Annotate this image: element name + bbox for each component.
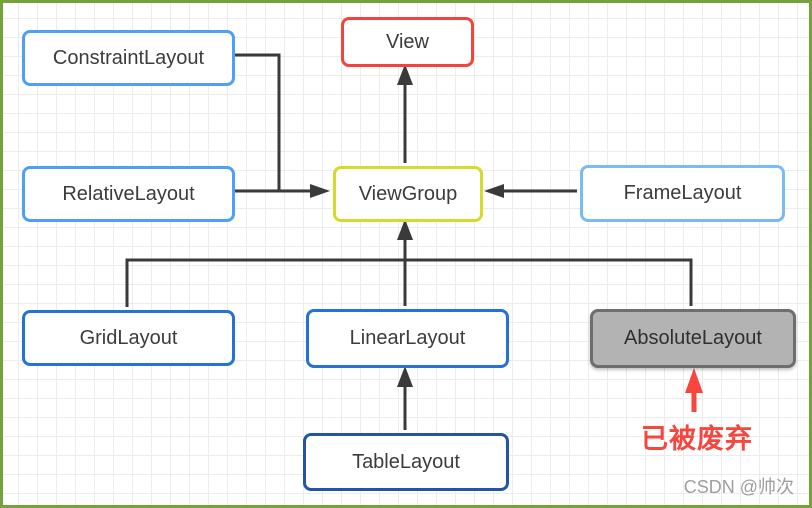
node-relativelayout: RelativeLayout [22, 166, 235, 222]
edge-bus-bottom-children [125, 258, 693, 307]
arrowhead-into-linearlayout [397, 366, 413, 387]
node-view: View [341, 17, 474, 67]
watermark: CSDN @帅次 [683, 477, 794, 497]
node-gridlayout: GridLayout [22, 310, 235, 366]
deprecated-annotation: 已被废弃 [641, 424, 753, 454]
node-framelayout: FrameLayout [580, 165, 785, 222]
deprecated-arrowhead [685, 368, 703, 393]
edge-constraintlayout-viewgroup [232, 53, 281, 191]
node-absolutelayout: AbsoluteLayout [590, 309, 796, 368]
arrowhead-viewgroup-view [397, 64, 413, 85]
node-viewgroup: ViewGroup [333, 166, 483, 222]
arrowhead-into-viewgroup-bottom [397, 219, 413, 240]
node-tablelayout: TableLayout [303, 433, 509, 491]
node-constraintlayout: ConstraintLayout [22, 30, 235, 86]
node-linearlayout: LinearLayout [306, 309, 509, 368]
arrowhead-into-viewgroup-right [484, 184, 504, 198]
arrowhead-into-viewgroup-left [310, 184, 330, 198]
